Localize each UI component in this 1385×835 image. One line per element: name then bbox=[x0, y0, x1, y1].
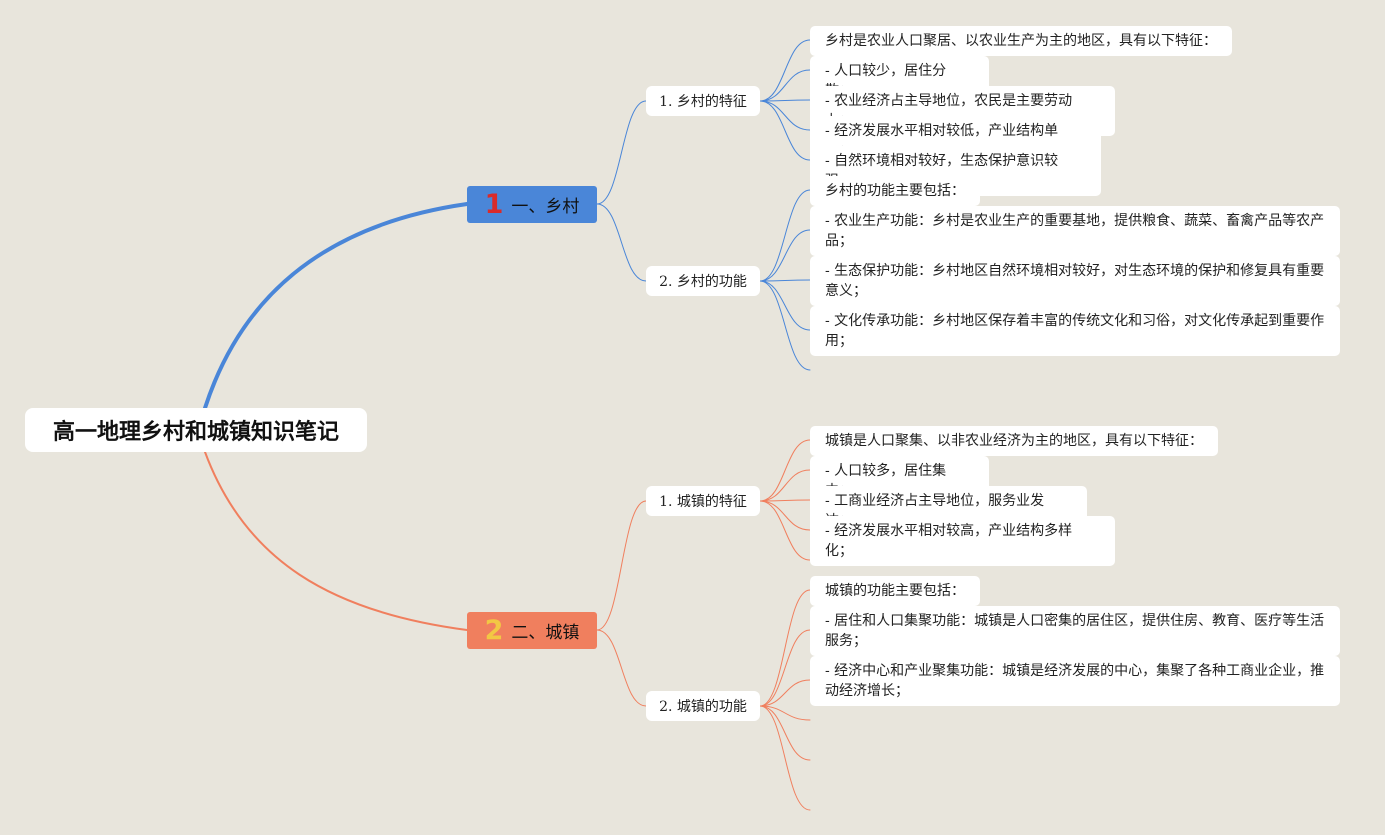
topic-urban-functions[interactable]: 2. 城镇的功能 bbox=[646, 691, 760, 721]
link-rural-features-0 bbox=[759, 39, 811, 102]
leaf-urban-function-1[interactable]: - 居住和人口集聚功能：城镇是人口密集的居住区，提供住房、教育、医疗等生活服务； bbox=[810, 606, 1340, 656]
link-rural-sub-0 bbox=[596, 100, 647, 205]
number-one-icon: 1 bbox=[484, 189, 504, 220]
link-urban-functions-5 bbox=[759, 705, 811, 811]
leaf-urban-function-intro[interactable]: 城镇的功能主要包括： bbox=[810, 576, 980, 606]
link-urban-functions-2 bbox=[759, 679, 811, 707]
leaf-rural-feature-intro[interactable]: 乡村是农业人口聚居、以农业生产为主的地区，具有以下特征： bbox=[810, 26, 1232, 56]
link-urban-sub-1 bbox=[596, 629, 647, 707]
leaf-rural-function-2[interactable]: - 生态保护功能：乡村地区自然环境相对较好，对生态环境的保护和修复具有重要意义； bbox=[810, 256, 1340, 306]
topic-rural-functions[interactable]: 2. 乡村的功能 bbox=[646, 266, 760, 296]
link-urban-functions-4 bbox=[759, 705, 811, 761]
branch-label: 一、乡村 bbox=[511, 197, 580, 217]
leaf-urban-feature-intro[interactable]: 城镇是人口聚集、以非农业经济为主的地区，具有以下特征： bbox=[810, 426, 1218, 456]
leaf-rural-function-intro[interactable]: 乡村的功能主要包括： bbox=[810, 176, 980, 206]
number-two-icon: 2 bbox=[484, 615, 504, 646]
topic-urban-features[interactable]: 1. 城镇的特征 bbox=[646, 486, 760, 516]
link-urban-sub-0 bbox=[596, 500, 647, 631]
leaf-urban-feature-3[interactable]: - 经济发展水平相对较高，产业结构多样化； bbox=[810, 516, 1115, 566]
link-urban-functions-1 bbox=[759, 629, 811, 707]
link-rural-functions-4 bbox=[759, 280, 811, 371]
link-root-urban bbox=[204, 451, 468, 631]
link-urban-features-2 bbox=[759, 499, 811, 502]
link-urban-features-0 bbox=[759, 439, 811, 502]
leaf-rural-function-3[interactable]: - 文化传承功能：乡村地区保存着丰富的传统文化和习俗，对文化传承起到重要作用； bbox=[810, 306, 1340, 356]
link-rural-functions-2 bbox=[759, 279, 811, 282]
link-root-rural bbox=[203, 202, 469, 410]
link-rural-features-3 bbox=[759, 100, 811, 131]
link-rural-functions-1 bbox=[759, 229, 811, 282]
link-rural-features-1 bbox=[759, 69, 811, 102]
link-urban-features-4 bbox=[759, 500, 811, 561]
root-topic[interactable]: 高一地理乡村和城镇知识笔记 bbox=[25, 408, 367, 452]
leaf-rural-function-1[interactable]: - 农业生产功能：乡村是农业生产的重要基地，提供粮食、蔬菜、畜禽产品等农产品； bbox=[810, 206, 1340, 256]
link-rural-functions-0 bbox=[759, 189, 811, 282]
leaf-urban-function-2[interactable]: - 经济中心和产业聚集功能：城镇是经济发展的中心，集聚了各种工商业企业，推动经济… bbox=[810, 656, 1340, 706]
link-rural-features-2 bbox=[759, 99, 811, 102]
branch-rural[interactable]: 1 一、乡村 bbox=[467, 186, 597, 223]
link-rural-functions-3 bbox=[759, 280, 811, 331]
link-urban-functions-0 bbox=[759, 589, 811, 707]
link-urban-features-3 bbox=[759, 500, 811, 531]
branch-urban[interactable]: 2 二、城镇 bbox=[467, 612, 597, 649]
link-rural-sub-1 bbox=[596, 203, 647, 282]
topic-rural-features[interactable]: 1. 乡村的特征 bbox=[646, 86, 760, 116]
link-urban-functions-3 bbox=[759, 705, 811, 721]
link-urban-features-1 bbox=[759, 469, 811, 502]
link-rural-features-4 bbox=[759, 100, 811, 161]
branch-label: 二、城镇 bbox=[511, 623, 580, 643]
